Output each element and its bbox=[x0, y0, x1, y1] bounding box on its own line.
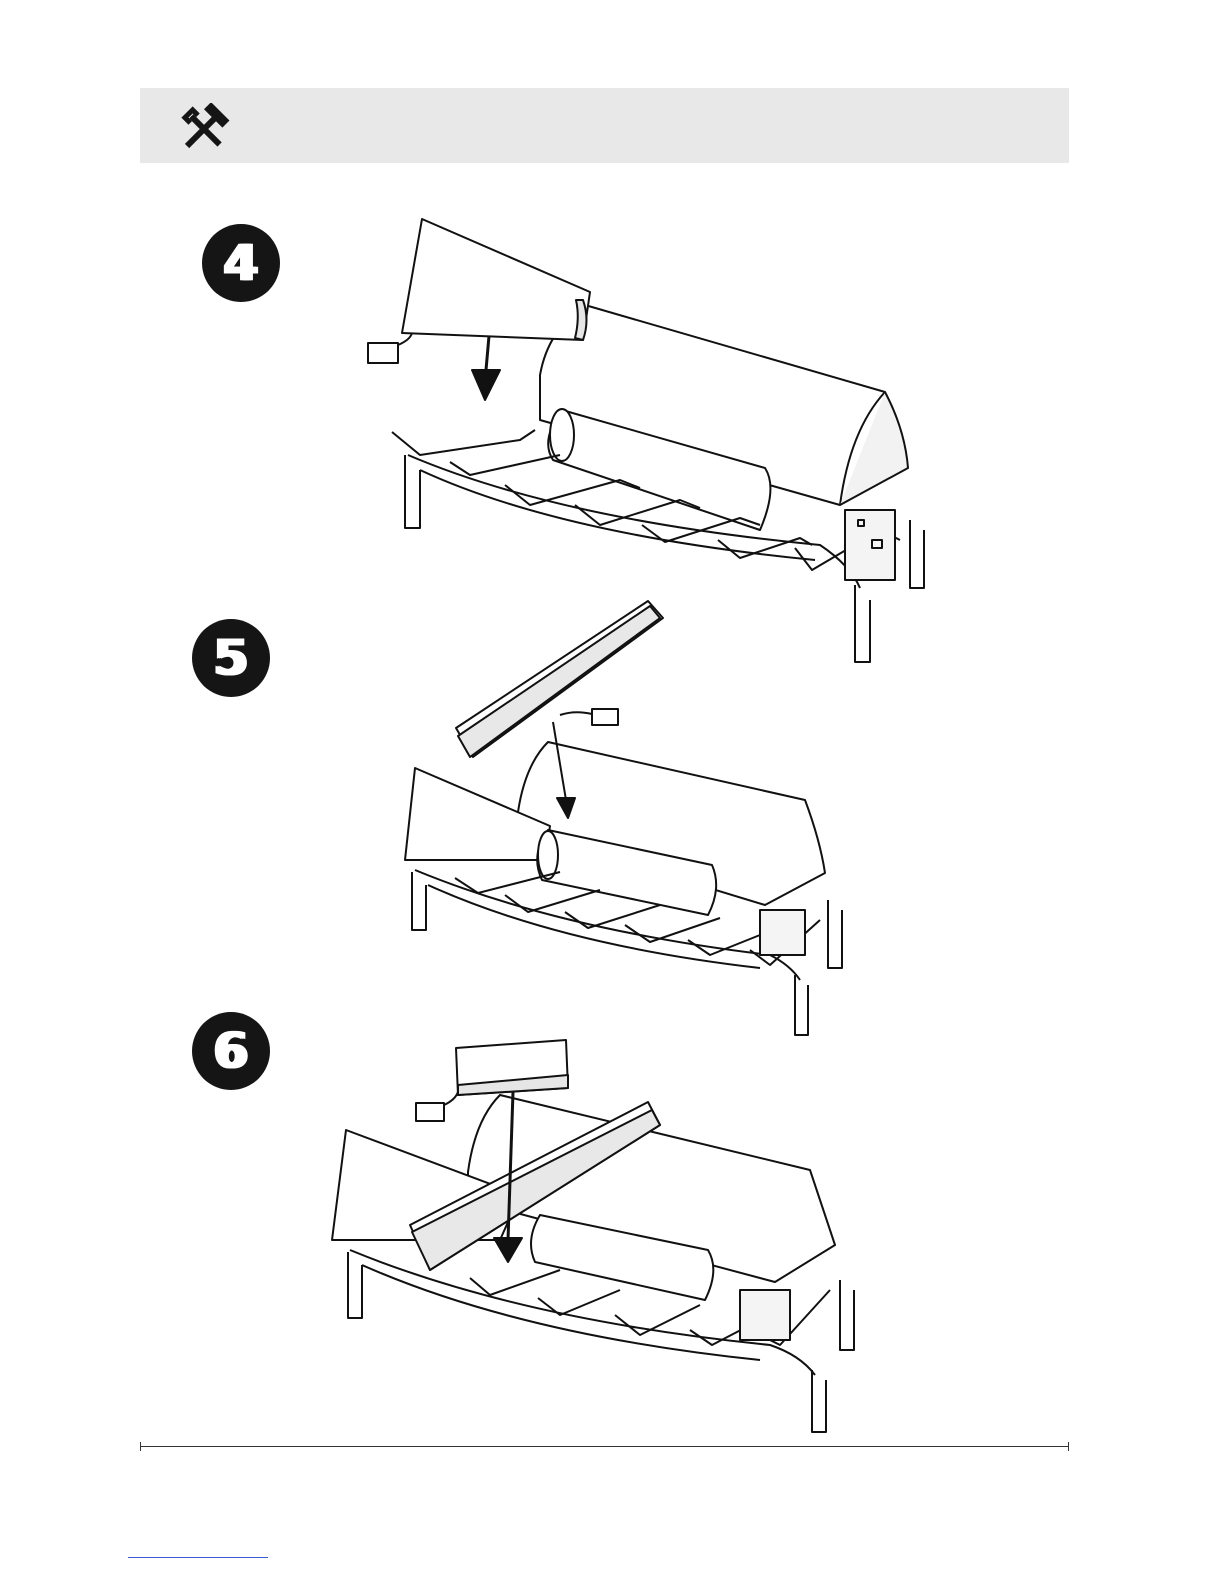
footer-rule bbox=[140, 1446, 1069, 1447]
step-6-illustration bbox=[332, 1040, 854, 1432]
step-5-illustration bbox=[405, 601, 842, 1035]
link-underline bbox=[128, 1557, 268, 1558]
step-4-illustration bbox=[368, 219, 924, 662]
footer-rule-left-tick bbox=[140, 1442, 141, 1451]
footer-rule-right-tick bbox=[1068, 1442, 1069, 1451]
